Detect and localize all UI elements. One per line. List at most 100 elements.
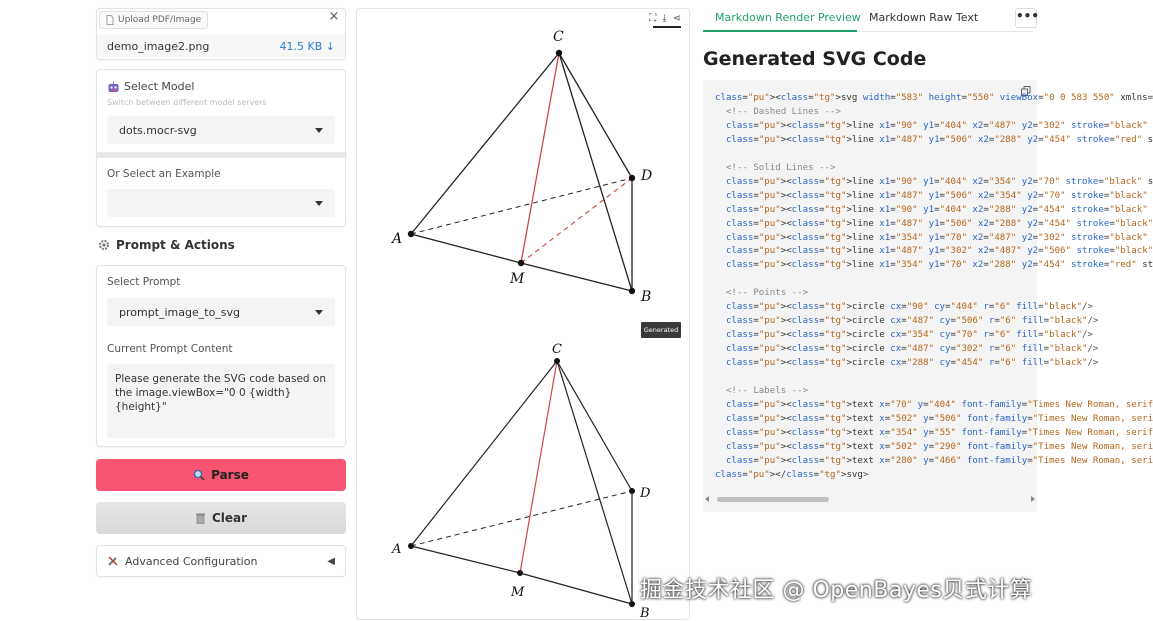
point-b	[629, 601, 635, 607]
label-a: A	[391, 542, 401, 557]
code-line: class="pu"><class="tg">circle cx="354" c…	[725, 330, 1093, 341]
code-line: class="pu"><class="tg">svg width="583" h…	[715, 93, 1153, 103]
more-options-button[interactable]: •••	[1015, 8, 1039, 28]
code-line	[715, 371, 1153, 385]
prompt-content-textarea[interactable]: Please generate the SVG code based on th…	[107, 364, 335, 438]
toolbar-underline	[653, 26, 681, 28]
share-icon[interactable]: ⋖	[672, 13, 681, 24]
code-line: class="pu"><class="tg">circle cx="487" c…	[725, 344, 1099, 355]
code-line	[715, 273, 1153, 287]
point-m	[517, 570, 523, 576]
code-line: class="pu"><class="tg">line x1="354" y1=…	[725, 232, 1148, 243]
code-line: class="pu"></class="tg">svg>	[715, 469, 869, 480]
example-label: Or Select an Example	[107, 168, 221, 180]
file-download-link[interactable]: 41.5 KB ↓	[279, 39, 335, 53]
gear-icon	[99, 240, 109, 250]
code-line: class="pu"><class="tg">line x1="90" y1="…	[725, 204, 1148, 215]
code-line: class="pu"><class="tg">line x1="487" y1=…	[725, 134, 1153, 145]
code-line: class="pu"><class="tg">line x1="90" y1="…	[725, 176, 1153, 187]
code-heading: Generated SVG Code	[703, 48, 927, 70]
code-line: class="pu"><class="tg">circle cx="288" c…	[725, 358, 1099, 369]
chevron-down-icon	[315, 309, 323, 315]
preview-toolbar: ⛶ ⤓ ⋖	[649, 13, 681, 24]
edge-ad-dashed	[410, 490, 633, 547]
prompt-section-label: Prompt & Actions	[116, 238, 235, 252]
edge-am	[410, 233, 522, 264]
section-divider	[97, 152, 345, 158]
code-line: class="pu"><class="tg">text x="280" y="4…	[725, 455, 1153, 466]
point-c	[555, 49, 563, 57]
code-line: class="pu"><class="tg">line x1="487" y1=…	[725, 246, 1153, 257]
code-line: <!-- Labels -->	[715, 386, 809, 397]
geometry-figure-bottom: A C D B M	[391, 342, 651, 621]
code-block: class="pu"><class="tg">svg width="583" h…	[703, 80, 1153, 512]
code-line: class="pu"><class="tg">circle cx="90" cy…	[725, 302, 1093, 313]
edge-cd	[556, 360, 633, 492]
trash-icon	[195, 513, 205, 524]
scroll-right-icon[interactable]	[1031, 496, 1035, 502]
watermark-text: 掘金技术社区 @ OpenBayes贝式计算	[640, 578, 1033, 603]
edge-cd	[558, 52, 633, 179]
code-line: class="pu"><class="tg">text x="354" y="5…	[725, 427, 1153, 438]
code-line: class="pu"><class="tg">line x1="90" y1="…	[725, 120, 1148, 131]
advanced-config-label: Advanced Configuration	[125, 554, 258, 568]
code-line: class="pu"><class="tg">line x1="487" y1=…	[725, 218, 1153, 229]
collapse-arrow-icon: ◀	[327, 555, 335, 567]
app-root: Upload PDF/Image × demo_image2.png 41.5 …	[96, 8, 1153, 621]
label-b: B	[640, 289, 651, 305]
edge-am	[410, 545, 521, 574]
model-panel: Select Model Switch between different mo…	[96, 69, 346, 227]
edge-cm	[520, 52, 560, 264]
label-m: M	[509, 271, 525, 287]
upload-tab[interactable]: Upload PDF/Image	[99, 11, 209, 29]
horizontal-scrollbar[interactable]	[703, 494, 1037, 504]
file-icon	[106, 15, 114, 25]
example-select[interactable]	[107, 189, 335, 217]
output-panel: Markdown Render Preview Markdown Raw Tex…	[703, 8, 1153, 620]
scrollbar-thumb[interactable]	[717, 497, 829, 502]
geometry-figure-top: A C D B M	[390, 29, 652, 305]
point-m	[517, 259, 525, 267]
magnifier-icon	[193, 469, 205, 481]
tab-markdown-render-preview[interactable]: Markdown Render Preview	[715, 11, 861, 24]
code-line: <!-- Dashed Lines -->	[715, 106, 841, 117]
model-subtext: Switch between different model servers	[107, 98, 267, 107]
model-select[interactable]: dots.mocr-svg	[107, 116, 335, 144]
tools-icon	[108, 556, 118, 566]
robot-icon	[108, 81, 119, 92]
model-select-value: dots.mocr-svg	[119, 123, 197, 137]
active-tab-indicator	[703, 30, 857, 32]
parse-button-label: Parse	[211, 468, 249, 482]
edge-ac	[410, 52, 560, 235]
prompt-select-value: prompt_image_to_svg	[119, 305, 241, 319]
output-tabs: Markdown Render Preview Markdown Raw Tex…	[703, 8, 1033, 32]
point-a	[408, 543, 414, 549]
prompt-select[interactable]: prompt_image_to_svg	[107, 298, 335, 326]
clear-button-label: Clear	[211, 511, 248, 525]
tab-markdown-raw-text[interactable]: Markdown Raw Text	[869, 11, 979, 24]
label-d: D	[639, 486, 651, 501]
chevron-down-icon	[315, 200, 323, 206]
scroll-left-icon[interactable]	[705, 496, 709, 502]
select-prompt-label: Select Prompt	[107, 276, 181, 288]
label-a: A	[390, 231, 402, 247]
upload-panel: Upload PDF/Image × demo_image2.png 41.5 …	[96, 8, 346, 60]
fullscreen-icon[interactable]: ⛶	[649, 13, 657, 24]
uploaded-file-row: demo_image2.png 41.5 KB ↓	[97, 35, 345, 57]
prompt-content-label: Current Prompt Content	[107, 343, 233, 355]
svg-code-content: class="pu"><class="tg">svg width="583" h…	[715, 92, 1153, 483]
download-icon[interactable]: ⤓	[662, 13, 667, 24]
code-line: <!-- Solid Lines -->	[715, 162, 836, 173]
file-name: demo_image2.png	[107, 39, 210, 53]
label-m: M	[510, 585, 525, 600]
code-line: <!-- Points -->	[715, 288, 809, 299]
edge-cm	[519, 360, 558, 574]
parse-button[interactable]: Parse	[96, 459, 346, 491]
advanced-config-toggle[interactable]: Advanced Configuration ◀	[96, 545, 346, 577]
code-line	[715, 148, 1153, 162]
copy-icon[interactable]	[1021, 86, 1031, 96]
edge-md-dashed	[520, 177, 633, 264]
close-icon[interactable]: ×	[328, 9, 340, 24]
clear-button[interactable]: Clear	[96, 502, 346, 534]
edge-mb	[520, 262, 633, 292]
